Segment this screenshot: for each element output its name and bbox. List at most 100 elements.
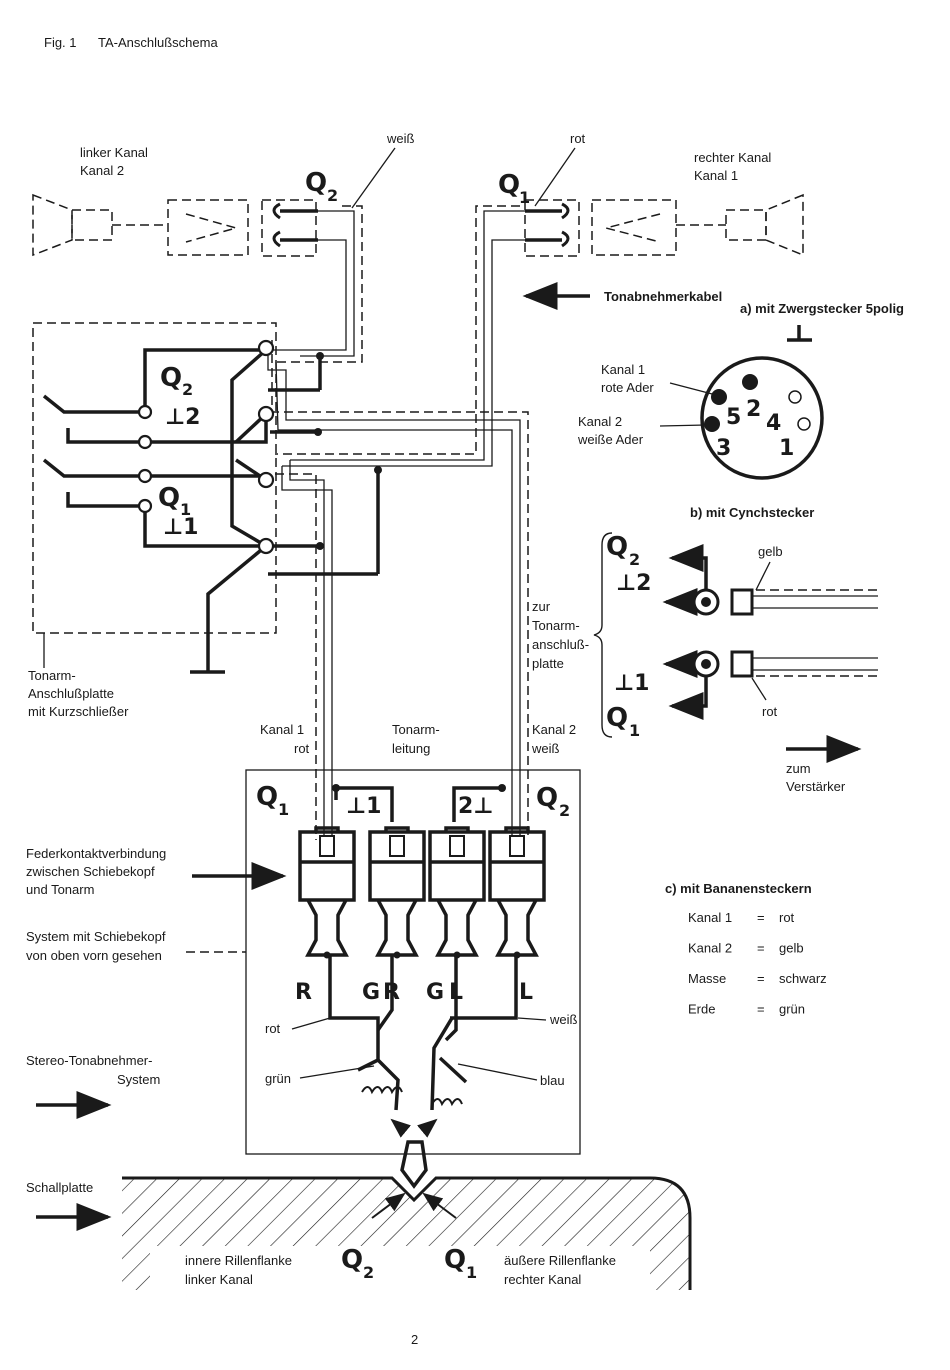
left-speaker-icon: [32, 193, 113, 257]
spring-contact: [298, 826, 356, 959]
plate-switch-contacts: [42, 339, 275, 674]
wire-weiss-leader: [517, 1017, 547, 1021]
plug-b-q1-sub: 1: [629, 721, 640, 740]
plug-b-g1: ⊥1: [614, 671, 649, 696]
zur-2: Tonarm-: [532, 618, 580, 633]
ground-taps: [268, 352, 382, 576]
amp-label-2: Verstärker: [786, 779, 846, 794]
amp-label-1: zum: [786, 761, 811, 776]
bottom-q2: Q: [341, 1245, 363, 1275]
feder-label-1: Federkontaktverbindung: [26, 846, 166, 861]
system-label-1: System mit Schiebekopf: [26, 929, 166, 944]
weiss-label: weiß: [386, 131, 415, 146]
cinch-plug-icons: [662, 544, 878, 720]
cartridge-box: [245, 769, 581, 1155]
system-label-2: von oben vorn gesehen: [26, 948, 162, 963]
plug-a-k1: Kanal 1: [601, 362, 645, 377]
arm-q2-sub: 2: [559, 801, 570, 820]
arm-k1-sub: rot: [294, 741, 310, 756]
arm-q2: Q: [536, 783, 558, 813]
banana-row-eq: =: [757, 1002, 765, 1017]
left-channel-label: linker Kanal: [80, 145, 148, 160]
q1-label: Q: [498, 170, 520, 200]
wire-blau-leader: [457, 1063, 538, 1081]
wire-gruen-leader: [299, 1065, 375, 1079]
plate-q2-label: Q: [160, 363, 182, 393]
banana-row-v: grün: [779, 1002, 805, 1017]
spring-contacts: [298, 826, 546, 959]
plate-q1-sub: 1: [180, 500, 191, 519]
wire-blau: blau: [540, 1073, 565, 1088]
bottom-q1: Q: [444, 1245, 466, 1275]
arm-g1: ⊥1: [346, 794, 381, 819]
arm-lead: Tonarm-: [392, 722, 440, 737]
plug-b-q2-sub: 2: [629, 550, 640, 569]
arm-k2: Kanal 2: [532, 722, 576, 737]
banana-row-v: schwarz: [779, 971, 827, 986]
pin-4: 4: [766, 411, 781, 436]
outer-flank-2: rechter Kanal: [504, 1272, 581, 1287]
banana-row-eq: =: [757, 971, 765, 986]
bottom-q2-sub: 2: [363, 1263, 374, 1282]
pin-2: 2: [746, 397, 761, 422]
zur-1: zur: [532, 599, 551, 614]
wire-weiss: weiß: [549, 1012, 578, 1027]
tonarm-plate-outline: [32, 322, 277, 634]
plug-b-title: b) mit Cynchstecker: [690, 505, 814, 520]
page-number: 2: [411, 1332, 418, 1347]
q2-label: Q: [305, 168, 327, 198]
plug-b-g2: ⊥2: [616, 571, 651, 596]
banana-row-v: gelb: [779, 941, 804, 956]
arm-q1-sub: 1: [278, 800, 289, 819]
cable-bundles: [267, 205, 529, 840]
banana-row-k: Erde: [688, 1002, 715, 1017]
arm-lead-sub: leitung: [392, 741, 430, 756]
inner-flank-1: innere Rillenflanke: [185, 1253, 292, 1268]
left-amplifier-icon: [167, 199, 249, 256]
banana-row-k: Kanal 2: [688, 941, 732, 956]
plate-q2-sub: 2: [182, 380, 193, 399]
left-channel-sub: Kanal 2: [80, 163, 124, 178]
bottom-q1-sub: 1: [466, 1263, 477, 1282]
plate-label-3: mit Kurzschließer: [28, 704, 129, 719]
plug-b-q2: Q: [606, 532, 628, 562]
feder-label-2: zwischen Schiebekopf: [26, 864, 155, 879]
cartridge-wires: [328, 784, 518, 1189]
wire-rot: rot: [265, 1021, 281, 1036]
plate-ground1: ⊥1: [163, 515, 198, 540]
arm-g2: 2⊥: [458, 794, 493, 819]
right-amplifier-icon: [591, 199, 677, 256]
wire-rot-leader: [291, 1017, 331, 1030]
plate-ground2: ⊥2: [165, 405, 200, 430]
cable-label: Tonabnehmerkabel: [604, 289, 722, 304]
spring-contact: [368, 826, 426, 959]
right-channel-sub: Kanal 1: [694, 168, 738, 183]
q2-sub: 2: [327, 186, 338, 205]
weiss-leader: [351, 147, 396, 209]
plate-label-2: Anschlußplatte: [28, 686, 114, 701]
zur-3: anschluß-: [532, 637, 589, 652]
plug-c-title: c) mit Bananensteckern: [665, 881, 812, 896]
plate-q1-label: Q: [158, 483, 180, 513]
record-surface: [122, 1176, 692, 1296]
din-plug-icon: [659, 325, 824, 480]
plug-a-k1-sub: rote Ader: [601, 380, 654, 395]
q2-socket-icon: [261, 199, 318, 257]
spring-contact: [428, 826, 486, 959]
inner-flank-2: linker Kanal: [185, 1272, 253, 1287]
rot-leader: [534, 147, 576, 207]
plug-a-k2-sub: weiße Ader: [577, 432, 644, 447]
brace-icon: [593, 532, 613, 738]
banana-row-k: Kanal 1: [688, 910, 732, 925]
pin-R-2: R: [383, 980, 400, 1005]
pin-5: 5: [726, 405, 741, 430]
plug-b-rot: rot: [762, 704, 778, 719]
pin-1: 1: [779, 436, 794, 461]
figure-title: TA-Anschlußschema: [98, 35, 218, 50]
figure-number: Fig. 1: [44, 35, 77, 50]
banana-row-k: Masse: [688, 971, 726, 986]
plate-label-1: Tonarm-: [28, 668, 76, 683]
pin-G-2: G: [426, 980, 444, 1005]
rot-label: rot: [570, 131, 586, 146]
arm-q1: Q: [256, 782, 278, 812]
